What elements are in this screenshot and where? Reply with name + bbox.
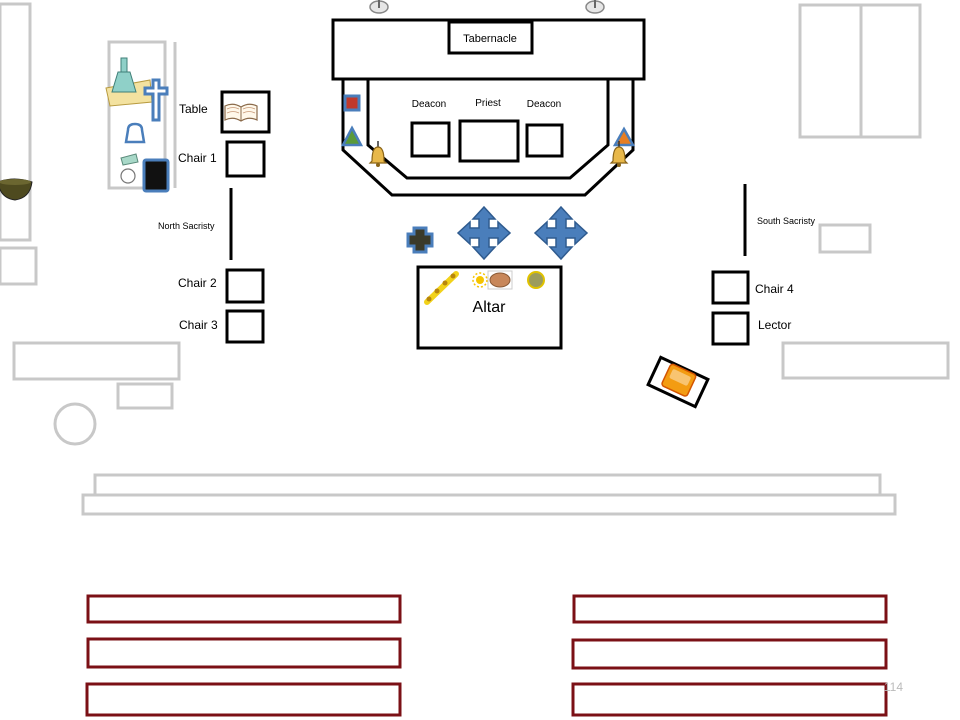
- pew-right-1: [572, 594, 888, 624]
- candle-icon: [450, 273, 456, 279]
- right-cabinet-left: [798, 3, 863, 139]
- south-sacristy-box: [818, 223, 872, 254]
- left-furniture: [0, 2, 181, 446]
- cloth-icon: [120, 153, 139, 166]
- presbyterium: [341, 80, 635, 197]
- missal-icon: [142, 158, 170, 193]
- altar-step-lower: [81, 493, 897, 516]
- table-box: [220, 90, 271, 134]
- candle-icon: [434, 288, 440, 294]
- bowl-icon: [0, 178, 33, 201]
- chair-1-box: [225, 140, 266, 178]
- kneeler-left: [116, 382, 174, 410]
- page-number: 114: [884, 680, 903, 694]
- presbyterium-inner: [366, 80, 610, 180]
- deacon-left-label: Deacon: [412, 99, 446, 110]
- host-icon: [120, 168, 136, 184]
- paten-icon: [527, 271, 545, 289]
- pews: [85, 594, 888, 717]
- sanctus-bell-icon: [609, 141, 629, 167]
- north-seating: [220, 90, 271, 344]
- altar-box: [416, 265, 563, 350]
- table-label: Table: [179, 102, 208, 116]
- four-way-arrow-icon: [456, 205, 512, 261]
- north-sacristy-label: North Sacristy: [158, 221, 215, 231]
- square-marker-icon: [343, 94, 361, 112]
- chair-3-label: Chair 3: [179, 318, 218, 332]
- south-seating: [711, 184, 750, 346]
- processional-cross-icon: [143, 78, 169, 122]
- lectionary-icon: [646, 355, 710, 409]
- lector-box: [711, 311, 750, 346]
- right-cabinet-right: [859, 3, 922, 139]
- small-cabinet: [0, 246, 38, 286]
- corporal-candles: [424, 271, 459, 305]
- side-bench-right: [781, 341, 950, 380]
- book-icon: [224, 103, 258, 122]
- cross-marker-icon: [406, 226, 434, 254]
- chair-4-box: [711, 270, 750, 305]
- priest-label: Priest: [475, 98, 501, 109]
- side-bench-left: [12, 341, 181, 381]
- pew-left-1: [86, 594, 402, 624]
- chair-2-label: Chair 2: [178, 276, 217, 290]
- deacon-chair-right: [525, 123, 564, 158]
- altar-label: Altar: [473, 299, 507, 316]
- tabernacle-area: Tabernacle: [331, 0, 646, 81]
- lector-label: Lector: [758, 318, 791, 332]
- right-furniture: [781, 3, 950, 380]
- altar-rail: [81, 473, 897, 516]
- credence-shelf: [107, 40, 167, 190]
- tabernacle-box: [447, 20, 534, 55]
- host-icon: [472, 272, 488, 288]
- chair-4-label: Chair 4: [755, 282, 794, 296]
- cruet-icon: [105, 57, 153, 107]
- triangle-marker-icon: [612, 126, 636, 147]
- font-basin: [53, 402, 97, 446]
- triangle-marker-icon: [340, 125, 364, 147]
- candle-line-icon: [424, 271, 459, 305]
- pew-left-2: [86, 637, 402, 669]
- pew-left-3: [85, 682, 402, 717]
- chair-2-box: [225, 268, 265, 304]
- bread-icon: [487, 270, 513, 290]
- deacon-chair-left: [410, 121, 451, 158]
- sanctus-bell-icon: [368, 141, 388, 167]
- altar-step-upper: [93, 473, 882, 497]
- presbyterium-outer: [341, 80, 635, 197]
- lavabo-icon: [124, 122, 146, 144]
- pew-right-2: [571, 638, 888, 670]
- four-way-arrow-icon: [533, 205, 589, 261]
- deacon-right-label: Deacon: [527, 99, 561, 110]
- south-sacristy-label: South Sacristy: [757, 216, 816, 226]
- chair-3-box: [225, 309, 265, 344]
- chair-1-label: Chair 1: [178, 151, 217, 165]
- pew-right-3: [571, 682, 888, 717]
- candle-icon: [426, 296, 432, 302]
- tabernacle-label: Tabernacle: [463, 33, 517, 45]
- left-wall-panel: [0, 2, 32, 242]
- priest-chair: [458, 119, 520, 163]
- tabernacle-shelf: [331, 18, 646, 81]
- candle-icon: [442, 280, 448, 286]
